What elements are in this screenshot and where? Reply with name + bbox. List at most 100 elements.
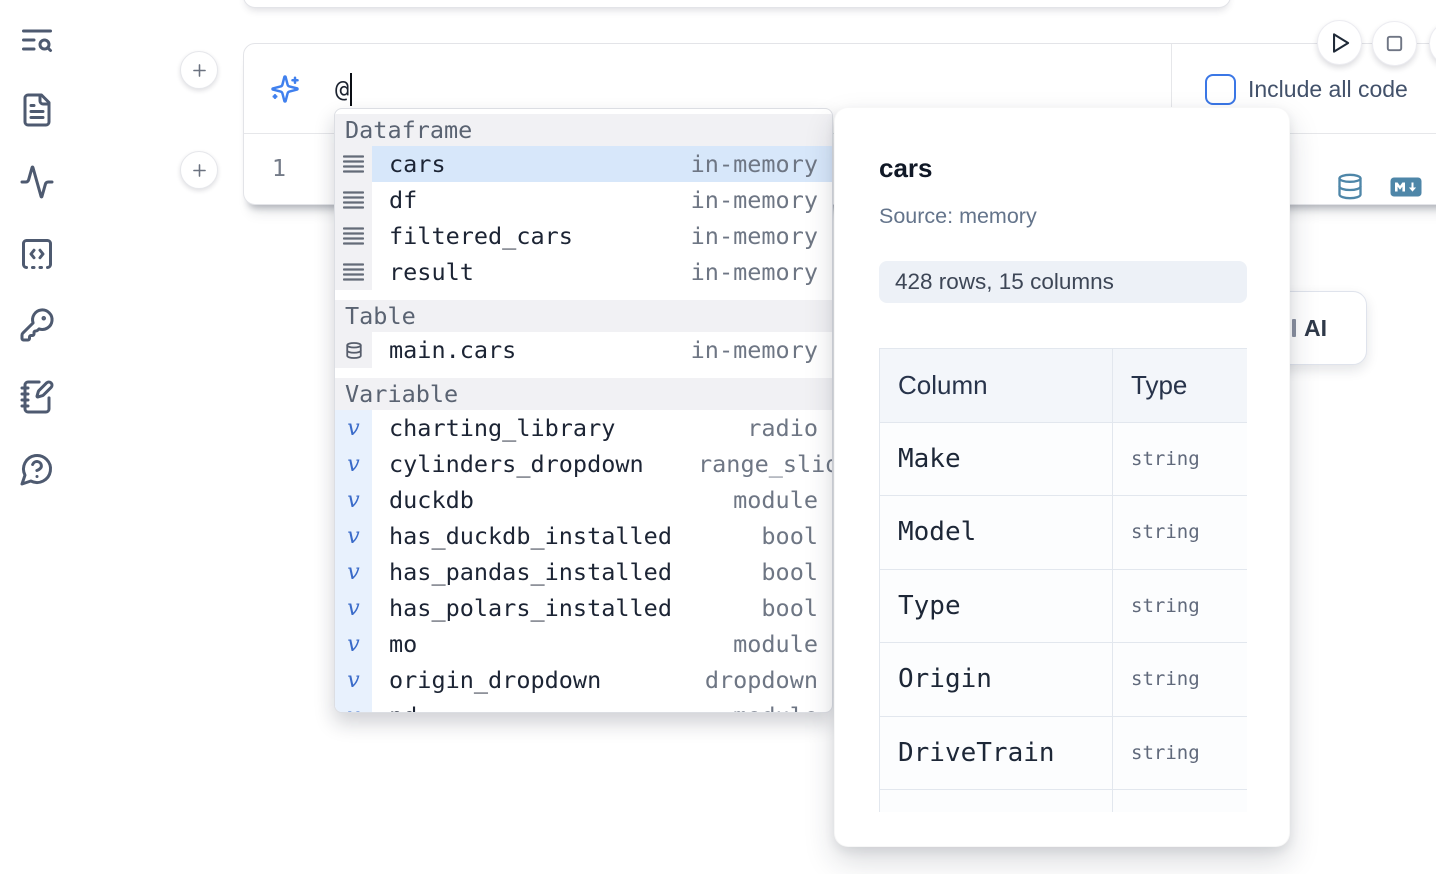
- variable-icon: v: [347, 415, 360, 441]
- text-search-icon[interactable]: [19, 22, 55, 58]
- ai-prompt-input[interactable]: @: [335, 72, 353, 106]
- ai-prompt-value: @: [335, 75, 350, 103]
- completion-item-cars[interactable]: cars in-memory: [335, 146, 832, 182]
- completion-detail: module: [733, 486, 818, 514]
- variable-kind-gutter: v: [335, 590, 372, 626]
- dataframe-kind-gutter: [335, 218, 372, 254]
- variable-kind-gutter: v: [335, 626, 372, 662]
- completion-label: main.cars: [389, 336, 517, 364]
- completion-label: mo: [389, 630, 418, 658]
- database-icon[interactable]: [1336, 171, 1364, 202]
- markdown-icon[interactable]: [1390, 177, 1422, 197]
- completion-label: charting_library: [389, 414, 616, 442]
- completion-detail: in-memory: [690, 150, 818, 178]
- include-all-code-checkbox[interactable]: [1205, 73, 1236, 105]
- completion-detail: in-memory: [690, 258, 818, 286]
- stop-button[interactable]: [1372, 21, 1417, 66]
- schema-col-name: Origin: [879, 642, 1113, 717]
- completion-section-header: Variable: [335, 378, 832, 410]
- completion-detail: in-memory: [690, 336, 818, 364]
- help-chat-icon[interactable]: [19, 451, 55, 487]
- dataframe-icon: [343, 191, 364, 209]
- completion-label: duckdb: [389, 486, 474, 514]
- completion-item-pd[interactable]: vpdmodule: [335, 698, 832, 712]
- completion-item-cylinders_dropdown[interactable]: v cylinders_dropdown range_slider: [335, 446, 832, 482]
- completion-item-main.cars[interactable]: main.cars in-memory: [335, 332, 832, 368]
- dataframe-icon: [343, 227, 364, 245]
- line-number: 1: [271, 154, 286, 182]
- completion-detail: bool: [761, 558, 818, 586]
- completion-item-charting_library[interactable]: v charting_library radio: [335, 410, 832, 446]
- completion-item-content: cylinders_dropdown range_slider: [372, 446, 832, 482]
- activity-icon[interactable]: [19, 164, 55, 200]
- completion-detail: radio: [747, 414, 818, 442]
- completion-label: origin_dropdown: [389, 666, 602, 694]
- variable-icon: v: [347, 631, 360, 657]
- completion-label: has_duckdb_installed: [389, 522, 672, 550]
- schema-col-name: Make: [879, 421, 1113, 496]
- completion-detail: in-memory: [690, 186, 818, 214]
- completion-label: result: [389, 258, 474, 286]
- schema-col-name: DriveTrain: [879, 715, 1113, 790]
- schema-col-type: string: [1112, 421, 1247, 496]
- completion-label: filtered_cars: [389, 222, 573, 250]
- variable-kind-gutter: v: [335, 446, 372, 482]
- add-cell-button[interactable]: [180, 51, 218, 89]
- variable-kind-gutter: v: [335, 554, 372, 590]
- variable-kind-gutter: v: [335, 662, 372, 698]
- completion-info-panel: cars Source: memory 428 rows, 15 columns…: [834, 107, 1290, 847]
- ai-button-label: AI: [1304, 314, 1327, 341]
- completion-item-has_pandas_installed[interactable]: v has_pandas_installed bool: [335, 554, 832, 590]
- schema-col-type: string: [1112, 568, 1247, 643]
- completion-label: pd: [389, 702, 417, 712]
- schema-col-type: string: [1112, 642, 1247, 717]
- key-icon[interactable]: [19, 307, 55, 343]
- completion-item-result[interactable]: result in-memory: [335, 254, 832, 290]
- previous-cell: [243, 0, 1231, 8]
- add-cell-button[interactable]: [180, 151, 218, 189]
- file-text-icon[interactable]: [19, 92, 55, 128]
- snippets-code-icon[interactable]: [19, 236, 55, 272]
- schema-col-name: [879, 789, 1113, 812]
- completion-detail: module: [733, 702, 818, 712]
- notebook-pen-icon[interactable]: [19, 379, 55, 415]
- completion-item-mo[interactable]: v mo module: [335, 626, 832, 662]
- completion-detail: module: [733, 630, 818, 658]
- schema-col-type: string: [1112, 495, 1247, 570]
- text-caret: [350, 72, 353, 106]
- completion-label: has_polars_installed: [389, 594, 672, 622]
- include-all-code-label: Include all code: [1248, 75, 1408, 102]
- completion-label: cars: [389, 150, 446, 178]
- schema-col-header: Column: [879, 348, 1113, 423]
- dataframe-icon: [343, 155, 364, 173]
- variable-icon: v: [347, 523, 360, 549]
- variable-icon: v: [347, 667, 360, 693]
- completion-item-content: main.cars in-memory: [372, 332, 832, 368]
- completion-label: cylinders_dropdown: [389, 450, 644, 478]
- schema-col-name: Model: [879, 495, 1113, 570]
- variable-kind-gutter: v: [335, 482, 372, 518]
- code-editor-row[interactable]: 1: [244, 134, 1436, 204]
- completion-label: has_pandas_installed: [389, 558, 672, 586]
- completion-item-content: cars in-memory: [372, 146, 832, 182]
- run-cell-button[interactable]: [1317, 20, 1362, 65]
- completion-detail: range_slider: [698, 450, 832, 478]
- dataframe-kind-gutter: [335, 254, 372, 290]
- variable-kind-gutter: v: [335, 410, 372, 446]
- table-db-icon: [345, 341, 362, 359]
